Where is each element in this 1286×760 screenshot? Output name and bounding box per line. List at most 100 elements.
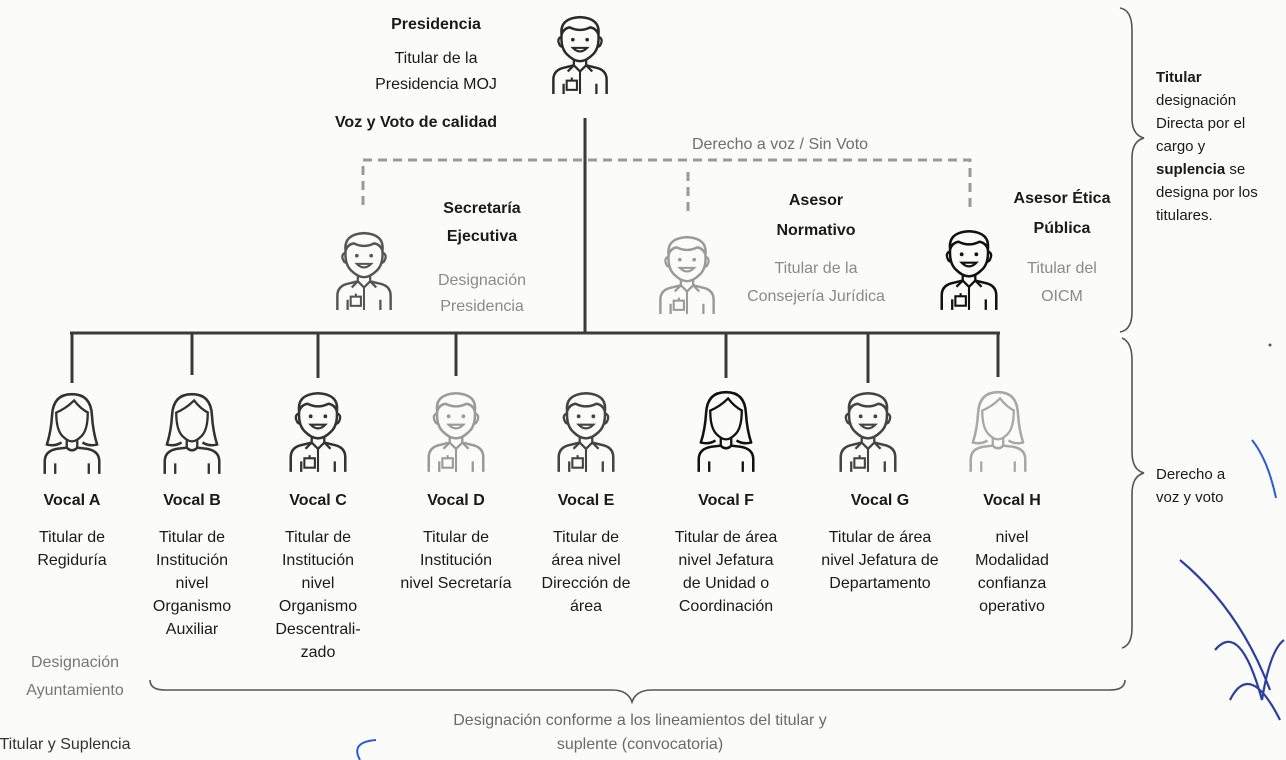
vocal-name: Vocal A	[43, 492, 101, 509]
vocal-desc-line: Institución	[155, 552, 229, 569]
ink-stroke-top	[1251, 439, 1277, 499]
right-top-l7: titulares.	[1156, 207, 1213, 224]
vocal-column: Vocal F Titular de área nivel Jefatura de U…	[651, 490, 801, 618]
right-top-l4: cargo y	[1156, 138, 1206, 155]
asesor-etica-title2: Pública	[1033, 220, 1091, 237]
right-brace-top	[1119, 7, 1145, 333]
ink-signature	[1179, 559, 1285, 721]
vocal-desc-line: de Unidad o	[682, 575, 770, 592]
president-man-icon	[552, 15, 608, 96]
vocal-desc-line: Descentrali-	[275, 621, 361, 638]
vocal-c-man-icon	[289, 391, 347, 474]
asesor-etica-man-icon	[940, 229, 998, 312]
asesor-etica-title1: Asesor Ética	[1013, 190, 1111, 207]
vocal-desc-line: Titular de	[552, 529, 620, 546]
vocal-desc-line: nivel	[995, 529, 1029, 546]
right-top-l5: suplencia se	[1156, 158, 1284, 181]
vocal-name: Vocal E	[557, 492, 615, 509]
right-top-l3: Directa por el	[1156, 115, 1246, 132]
secretaria-man-icon	[336, 231, 392, 312]
vocal-desc-line: Coordinación	[678, 598, 774, 615]
vocal-desc-line: Modalidad	[975, 552, 1049, 569]
vocal-name: Vocal H	[983, 492, 1041, 509]
vocal-desc-line: zado	[300, 644, 336, 661]
vocal-desc-line: Titular de área	[674, 529, 778, 546]
dashed-line-label: Derecho a voz / Sin Voto	[691, 136, 869, 153]
dot-mark	[1268, 343, 1272, 347]
secretaria-line2: Presidencia	[440, 298, 524, 315]
right-top-l5b: se	[1225, 161, 1246, 178]
presidencia-title: Presidencia	[391, 16, 481, 33]
asesor-normativo-line1: Titular de la	[774, 260, 858, 277]
vocal-desc-line: Institución	[419, 552, 493, 569]
vocal-b-woman-icon	[163, 392, 221, 476]
vocal-desc-line: Dirección de	[541, 575, 631, 592]
right-bottom-l2: voz y voto	[1156, 489, 1224, 506]
asesor-etica-line1: Titular del	[1027, 260, 1097, 277]
vocal-desc-line: área nivel	[551, 552, 621, 569]
vocal-desc-line: Titular de	[422, 529, 490, 546]
vocal-desc-line: nivel Jefatura	[678, 552, 774, 569]
vocal-desc-line: nivel Secretaría	[400, 575, 512, 592]
asesor-normativo-title2: Normativo	[776, 222, 856, 239]
vocal-desc-line: nivel Jefatura de	[821, 552, 939, 569]
vocal-name: Vocal C	[289, 492, 347, 509]
bottom-left-l2: Ayuntamiento	[26, 682, 124, 699]
vocal-g-man-icon	[839, 391, 897, 474]
vocal-desc-line: Titular de área	[828, 529, 932, 546]
vocal-column: Vocal A Titular de Regiduría	[12, 490, 132, 572]
ink-mark-bottom	[356, 739, 377, 760]
right-top-l6: designa por los	[1156, 184, 1258, 201]
bottom-center-l1: Designación conforme a los lineamientos …	[453, 712, 827, 729]
vocal-name: Vocal D	[427, 492, 485, 509]
right-bottom-l1: Derecho a	[1156, 466, 1226, 483]
vocal-e-man-icon	[557, 391, 615, 474]
vocal-desc-line: nivel	[175, 575, 209, 592]
vocal-column: Vocal D Titular de Institución nivel Secret…	[381, 490, 531, 595]
right-brace-bottom	[1121, 337, 1145, 649]
right-top-l1: Titular	[1156, 69, 1202, 86]
right-bottom-note: Derecho a voz y voto	[1156, 463, 1276, 509]
vocal-desc-line: Titular de	[158, 529, 226, 546]
asesor-normativo-line2: Consejería Jurídica	[747, 288, 885, 305]
vocal-name: Vocal G	[850, 492, 910, 509]
vocal-name: Vocal F	[698, 492, 754, 509]
vocal-f-woman-icon	[697, 390, 755, 474]
presidencia-line2: Presidencia MOJ	[375, 76, 497, 93]
bottom-brace	[149, 679, 1126, 705]
vocal-d-man-icon	[427, 391, 485, 474]
presidencia-line1: Titular de la	[394, 50, 478, 67]
right-top-l5a: suplencia	[1156, 161, 1226, 178]
vocal-desc-line: Institución	[281, 552, 355, 569]
vocal-desc-line: Titular de	[38, 529, 106, 546]
secretaria-title1: Secretaría	[443, 200, 521, 217]
presidencia-vote: Voz y Voto de calidad	[334, 114, 498, 131]
vocal-desc-line: Organismo	[278, 598, 358, 615]
vocal-desc-line: Departamento	[829, 575, 931, 592]
advisory-dashed-line	[361, 158, 972, 213]
vocal-a-woman-icon	[43, 392, 101, 476]
bottom-left-l3: Titular y Suplencia	[0, 736, 131, 753]
vocal-desc-line: Organismo	[152, 598, 232, 615]
bottom-center-l2: suplente (convocatoria)	[556, 736, 724, 753]
vocal-desc-line: operativo	[979, 598, 1045, 615]
asesor-normativo-man-icon	[659, 235, 715, 316]
vocal-desc-line: nivel	[301, 575, 335, 592]
vocal-desc-line: área	[569, 598, 603, 615]
vocal-desc-line: Auxiliar	[165, 621, 219, 638]
right-top-l2: designación	[1156, 92, 1237, 109]
right-top-note: Titular designación Directa por el cargo…	[1156, 66, 1284, 227]
secretaria-title2: Ejecutiva	[446, 228, 518, 245]
vocal-desc-line: confianza	[977, 575, 1047, 592]
bottom-left-l1: Designación	[30, 654, 120, 671]
asesor-normativo-title1: Asesor	[788, 192, 844, 209]
vocal-name: Vocal B	[163, 492, 221, 509]
vocal-desc-line: Regiduría	[37, 552, 107, 569]
asesor-etica-line2: OICM	[1041, 288, 1083, 305]
vocal-desc-line: Titular de	[284, 529, 352, 546]
